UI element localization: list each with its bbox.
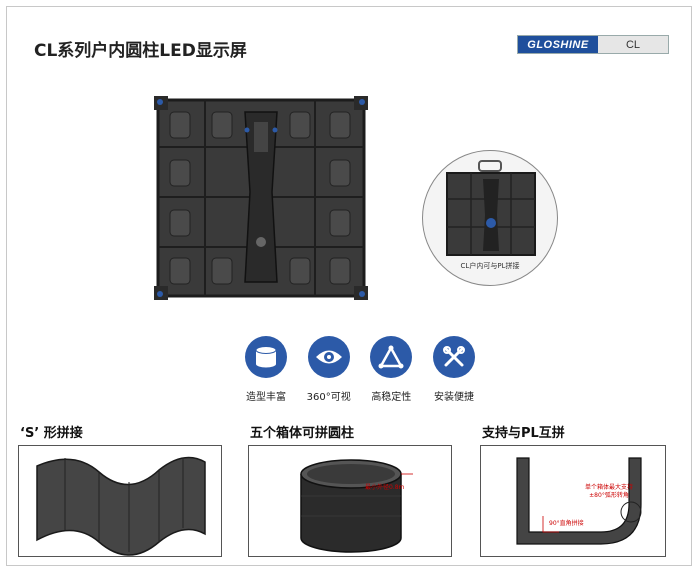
pl-arc-note: 单个箱体最大支持±80°弧形转角 (584, 484, 633, 499)
feature-list: 造型丰富 360°可视 高稳定性 安装便捷 (236, 336, 484, 403)
pl-right-angle-note: 90°直角拼接 (549, 520, 584, 527)
feature-item: 造型丰富 (236, 336, 296, 403)
inset-cabinet-image (446, 160, 536, 256)
brand-logo: GLOSHINE (518, 36, 598, 53)
s-shape-image (36, 456, 206, 556)
feature-item: 360°可视 (299, 336, 359, 403)
triangle-icon (370, 336, 413, 378)
cylinder-diameter-note: 最小外径0.8m (365, 484, 405, 491)
pl-box: 单个箱体最大支持±80°弧形转角 90°直角拼接 (480, 445, 666, 557)
model-label: CL (598, 36, 668, 53)
section-title-s-shape: ‘S’ 形拼接 (20, 426, 83, 441)
eye-icon (307, 336, 350, 378)
pl-compat-inset: CL户内可与PL拼接 (422, 150, 558, 286)
section-title-cylinder: 五个箱体可拼圆柱 (250, 426, 355, 441)
feature-label: 安装便捷 (433, 392, 474, 403)
inset-caption: CL户内可与PL拼接 (460, 262, 520, 270)
tools-icon (432, 336, 475, 378)
section-title-pl: 支持与PL互拼 (482, 426, 565, 441)
cylinder-box: 最小外径0.8m (248, 445, 452, 557)
feature-label: 高稳定性 (371, 392, 412, 403)
cylinder-icon (245, 336, 287, 378)
feature-item: 安装便捷 (424, 336, 484, 403)
page-title: CL系列户内圆柱LED显示屏 (34, 41, 247, 61)
cabinet-back-image (154, 96, 368, 300)
s-shape-box (18, 445, 222, 557)
feature-label: 造型丰富 (246, 392, 286, 403)
feature-label: 360°可视 (306, 392, 351, 403)
cylinder-image (300, 459, 413, 553)
feature-item: 高稳定性 (361, 336, 421, 403)
pl-interlock-image (516, 457, 642, 545)
page-frame (6, 6, 692, 566)
brand-badge: GLOSHINE CL (518, 36, 668, 53)
